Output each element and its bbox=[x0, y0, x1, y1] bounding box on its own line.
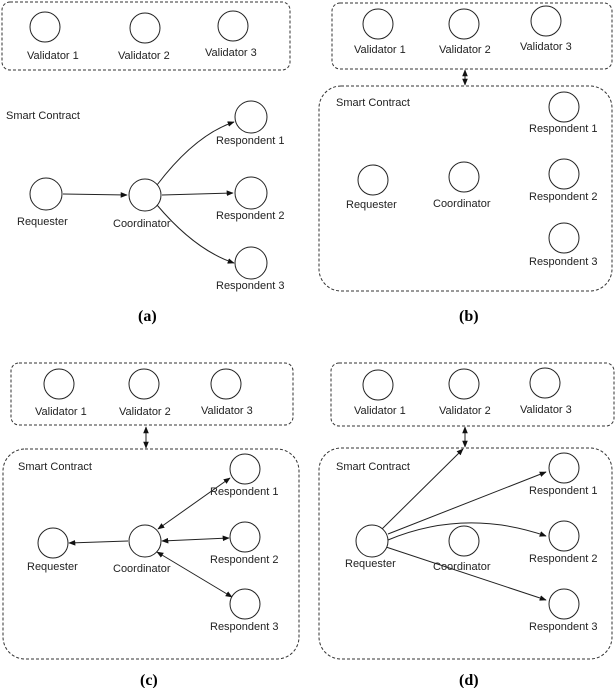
respondent-node bbox=[548, 158, 580, 190]
respondent-node bbox=[548, 588, 580, 620]
validator-label: Validator 1 bbox=[354, 405, 406, 417]
respondent-label: Respondent 2 bbox=[529, 191, 598, 203]
edge-coordinator-respondent-3 bbox=[156, 551, 233, 598]
panel-c: Validator 1 Validator 2 Validator 3 Smar… bbox=[2, 362, 300, 688]
requester-node bbox=[355, 524, 389, 558]
respondent-label: Respondent 1 bbox=[529, 123, 598, 135]
validator-node bbox=[448, 368, 480, 400]
validator-node bbox=[530, 5, 562, 37]
validator-label: Validator 1 bbox=[27, 50, 79, 62]
smart-contract-label: Smart Contract bbox=[6, 110, 80, 122]
smart-contract-box bbox=[318, 85, 613, 292]
smart-contract-label: Smart Contract bbox=[336, 461, 410, 473]
respondent-node bbox=[234, 246, 268, 280]
requester-label: Requester bbox=[17, 216, 68, 228]
edge-coordinator-respondent-2 bbox=[161, 190, 234, 196]
validator-node bbox=[210, 368, 242, 400]
respondent-label: Respondent 3 bbox=[210, 621, 279, 633]
respondent-label: Respondent 1 bbox=[216, 135, 285, 147]
respondent-label: Respondent 2 bbox=[210, 554, 279, 566]
panel-caption: (c) bbox=[140, 672, 158, 688]
coordinator-label: Coordinator bbox=[433, 198, 491, 210]
requester-node bbox=[357, 164, 389, 196]
edge-coordinator-requester bbox=[68, 539, 129, 546]
respondent-node bbox=[548, 91, 580, 123]
validator-label: Validator 3 bbox=[201, 405, 253, 417]
validator-label: Validator 2 bbox=[439, 405, 491, 417]
panel-b: Validator 1 Validator 2 Validator 3 Smar… bbox=[318, 2, 613, 325]
edge-requester-respondent-2 bbox=[387, 522, 547, 541]
panel-a: Validator 1 Validator 2 Validator 3 Smar… bbox=[1, 1, 291, 325]
requester-label: Requester bbox=[345, 558, 396, 570]
smart-contract-box bbox=[2, 448, 300, 660]
validator-label: Validator 1 bbox=[354, 44, 406, 56]
respondent-node bbox=[234, 176, 268, 210]
respondent-label: Respondent 1 bbox=[210, 486, 279, 498]
edge-requester-respondent-1 bbox=[387, 471, 547, 535]
respondent-node bbox=[234, 100, 268, 134]
requester-node bbox=[29, 177, 63, 211]
validator-node bbox=[43, 368, 75, 400]
edge-coordinator-respondent-3 bbox=[156, 204, 235, 264]
smart-contract-label: Smart Contract bbox=[18, 461, 92, 473]
validator-group-box bbox=[10, 362, 294, 426]
coordinator-node bbox=[128, 178, 162, 212]
coordinator-node bbox=[448, 161, 480, 193]
panel-d: Validator 1 Validator 2 Validator 3 Smar… bbox=[318, 362, 615, 688]
validator-label: Validator 3 bbox=[520, 404, 572, 416]
coordinator-label: Coordinator bbox=[433, 561, 491, 573]
respondent-label: Respondent 2 bbox=[529, 553, 598, 565]
validator-node bbox=[29, 11, 61, 43]
validator-node bbox=[529, 367, 561, 399]
validator-node bbox=[362, 369, 394, 401]
validator-node bbox=[448, 8, 480, 40]
smart-contract-box bbox=[318, 447, 613, 660]
validator-group-box bbox=[331, 2, 613, 70]
coordinator-node bbox=[128, 524, 162, 558]
validator-label: Validator 2 bbox=[439, 44, 491, 56]
validator-label: Validator 1 bbox=[35, 406, 87, 418]
respondent-label: Respondent 3 bbox=[216, 280, 285, 292]
coordinator-node bbox=[448, 525, 480, 557]
edge-coordinator-respondent-1 bbox=[156, 121, 235, 186]
validator-label: Validator 2 bbox=[119, 406, 171, 418]
coordinator-label: Coordinator bbox=[113, 218, 171, 230]
validator-group-box bbox=[1, 1, 291, 71]
respondent-label: Respondent 3 bbox=[529, 621, 598, 633]
respondent-node bbox=[548, 222, 580, 254]
edge-requester-validators bbox=[381, 448, 464, 530]
edge-coordinator-respondent-2 bbox=[161, 535, 230, 544]
validator-node bbox=[217, 10, 249, 42]
validator-group-box bbox=[330, 362, 615, 427]
respondent-node bbox=[229, 453, 261, 485]
validator-label: Validator 3 bbox=[205, 47, 257, 59]
respondent-node bbox=[548, 452, 580, 484]
smart-contract-label: Smart Contract bbox=[336, 97, 410, 109]
validator-node bbox=[128, 368, 160, 400]
validator-node bbox=[362, 8, 394, 40]
edge-requester-coordinator bbox=[62, 192, 128, 198]
requester-label: Requester bbox=[346, 199, 397, 211]
edge-requester-respondent-3 bbox=[385, 546, 547, 601]
validator-label: Validator 3 bbox=[520, 41, 572, 53]
panel-caption: (b) bbox=[459, 308, 479, 325]
coordinator-label: Coordinator bbox=[113, 563, 171, 575]
edge-coordinator-respondent-1 bbox=[157, 477, 231, 530]
respondent-node bbox=[229, 521, 261, 553]
validator-node bbox=[129, 12, 161, 44]
requester-node bbox=[37, 527, 69, 559]
respondent-label: Respondent 3 bbox=[529, 256, 598, 268]
panel-caption: (a) bbox=[138, 308, 157, 325]
validator-label: Validator 2 bbox=[118, 50, 170, 62]
respondent-node bbox=[229, 588, 261, 620]
respondent-label: Respondent 1 bbox=[529, 485, 598, 497]
panel-caption: (d) bbox=[459, 672, 479, 688]
requester-label: Requester bbox=[27, 561, 78, 573]
respondent-node bbox=[548, 520, 580, 552]
respondent-label: Respondent 2 bbox=[216, 210, 285, 222]
